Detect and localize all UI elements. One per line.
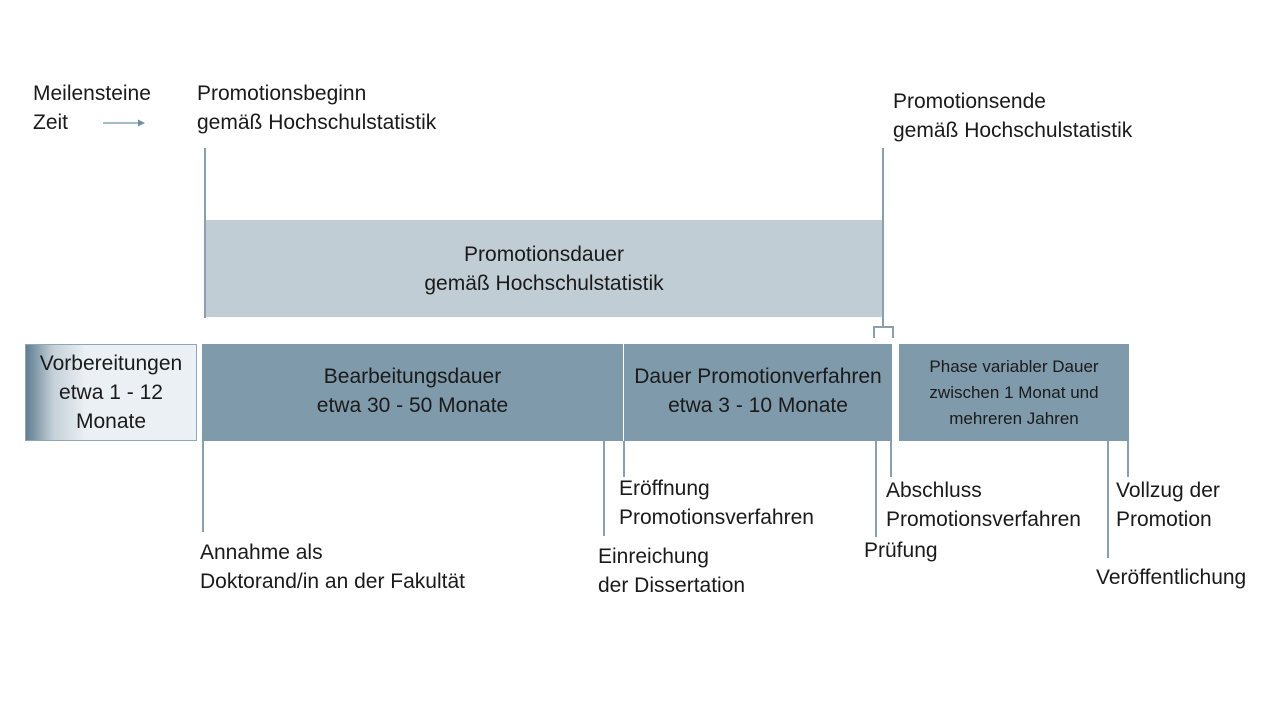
- phase-procedure: Dauer Promotionverfahren etwa 3 - 10 Mon…: [624, 344, 892, 441]
- milestone-acceptance-line-2: Doktorand/in an der Fakultät: [200, 570, 465, 593]
- phase-variable-line-1: Phase variabler Dauer: [929, 356, 1099, 376]
- phase-processing-line-2: etwa 30 - 50 Monate: [316, 393, 509, 417]
- legend-milestones-label: Meilensteine: [33, 82, 151, 105]
- milestone-submission-line-1: Einreichung: [598, 545, 709, 568]
- phase-variable-line-2: zwischen 1 Monat und: [929, 382, 1099, 402]
- milestone-conclusion: Abschluss Promotionsverfahren: [886, 476, 1081, 534]
- phase-preparation-line-1: Vorbereitungen: [39, 352, 183, 375]
- milestone-opening: Eröffnung Promotionsverfahren: [619, 474, 814, 532]
- milestone-completion-line-1: Vollzug der: [1116, 479, 1220, 502]
- milestone-start-line-2: gemäß Hochschulstatistik: [197, 111, 437, 134]
- phase-processing: Bearbeitungsdauer etwa 30 - 50 Monate: [202, 344, 623, 441]
- legend: Meilensteine Zeit: [33, 79, 151, 137]
- end-marker-line: [882, 148, 884, 318]
- phase-procedure-line-1: Dauer Promotionverfahren: [634, 364, 882, 388]
- milestone-completion-line-2: Promotion: [1116, 508, 1212, 531]
- phase-processing-line-1: Bearbeitungsdauer: [323, 364, 502, 388]
- milestone-start: Promotionsbeginn gemäß Hochschulstatisti…: [197, 79, 436, 137]
- publication-marker-line: [1107, 441, 1109, 558]
- phase-procedure-line-2: etwa 3 - 10 Monate: [668, 393, 848, 417]
- milestone-end: Promotionsende gemäß Hochschulstatistik: [893, 87, 1132, 145]
- legend-time-label: Zeit: [33, 111, 69, 134]
- statistic-bar-line-2: gemäß Hochschulstatistik: [424, 271, 664, 295]
- statistic-duration-bar: Promotionsdauer gemäß Hochschulstatistik: [206, 220, 882, 317]
- phase-variable-line-3: mehreren Jahren: [949, 408, 1079, 428]
- milestone-publication-line-1: Veröffentlichung: [1096, 566, 1247, 589]
- milestone-acceptance-line-1: Annahme als: [200, 541, 323, 564]
- milestone-submission: Einreichung der Dissertation: [598, 542, 745, 600]
- milestone-publication: Veröffentlichung: [1096, 563, 1246, 592]
- phase-preparation-line-3: Monate: [75, 410, 147, 433]
- exam-marker-line: [875, 441, 877, 537]
- phase-preparation: Vorbereitungen etwa 1 - 12 Monate: [25, 344, 197, 441]
- milestone-start-line-1: Promotionsbeginn: [197, 82, 367, 105]
- opening-marker-line: [623, 441, 625, 477]
- milestone-opening-line-1: Eröffnung: [619, 477, 710, 500]
- milestone-end-line-2: gemäß Hochschulstatistik: [893, 119, 1133, 142]
- acceptance-marker-line: [202, 441, 204, 532]
- phase-preparation-line-2: etwa 1 - 12: [59, 381, 163, 404]
- milestone-completion: Vollzug der Promotion: [1116, 476, 1220, 534]
- completion-marker-line: [1127, 441, 1129, 477]
- milestone-acceptance: Annahme als Doktorand/in an der Fakultät: [200, 538, 465, 596]
- statistic-bar-line-1: Promotionsdauer: [464, 242, 624, 266]
- milestone-conclusion-line-2: Promotionsverfahren: [886, 508, 1081, 531]
- milestone-end-line-1: Promotionsende: [893, 90, 1046, 113]
- submission-marker-line: [603, 441, 605, 536]
- phase-variable: Phase variabler Dauer zwischen 1 Monat u…: [899, 344, 1129, 441]
- milestone-conclusion-line-1: Abschluss: [886, 479, 982, 502]
- milestone-submission-line-2: der Dissertation: [598, 574, 746, 597]
- milestone-exam: Prüfung: [864, 536, 938, 565]
- milestone-exam-line-1: Prüfung: [864, 539, 938, 562]
- milestone-opening-line-2: Promotionsverfahren: [619, 506, 814, 529]
- conclusion-marker-line: [890, 441, 892, 477]
- start-marker-line: [204, 148, 206, 318]
